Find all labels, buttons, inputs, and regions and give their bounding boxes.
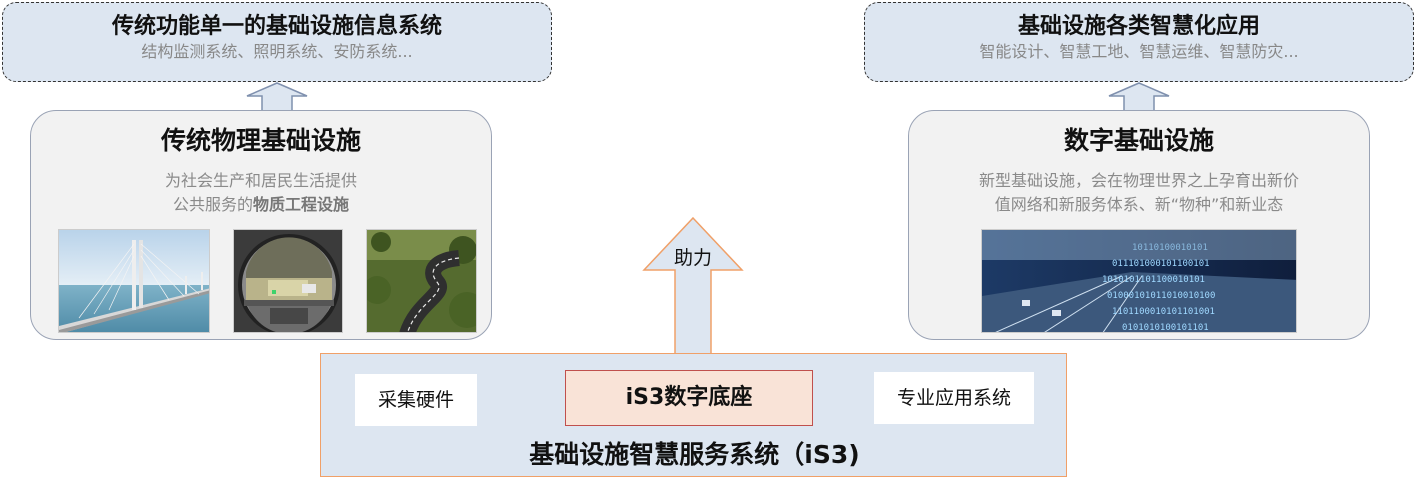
- top-left-title: 传统功能单一的基础设施信息系统: [111, 14, 442, 39]
- right-desc-line1: 新型基础设施，会在物理世界之上孕育出新价: [978, 171, 1299, 190]
- svg-text:0101010100101101: 0101010100101101: [1122, 323, 1209, 333]
- left-desc-line1: 为社会生产和居民生活提供: [164, 171, 357, 190]
- boost-arrow-icon: [642, 216, 744, 356]
- right-panel-description: 新型基础设施，会在物理世界之上孕育出新价 值网络和新服务体系、新“物种”和新业态: [909, 169, 1369, 217]
- boost-arrow-label: 助力: [673, 247, 712, 269]
- left-panel-title: 传统物理基础设施: [160, 126, 361, 155]
- left-desc-bold: 物质工程设施: [253, 195, 350, 214]
- tunnel-photo: [233, 229, 343, 333]
- professional-app-system-box: 专业应用系统: [874, 372, 1034, 424]
- svg-text:10110100010101: 10110100010101: [1132, 243, 1208, 253]
- left-desc-line2: 公共服务的物质工程设施: [31, 193, 491, 217]
- bridge-photo: [58, 229, 210, 333]
- svg-text:01000101011010010100: 01000101011010010100: [1107, 291, 1215, 301]
- left-up-arrow-icon: [246, 82, 308, 112]
- collection-hardware-box: 采集硬件: [355, 374, 477, 426]
- svg-text:1101100010101101001: 1101100010101101001: [1112, 307, 1215, 317]
- top-left-subtitle: 结构监测系统、照明系统、安防系统...: [141, 42, 413, 61]
- smart-service-system-box: 采集硬件 iS3数字底座 专业应用系统 基础设施智慧服务系统（iS3): [320, 353, 1067, 477]
- top-right-title: 基础设施各类智慧化应用: [1017, 14, 1260, 39]
- right-up-arrow-icon: [1108, 82, 1170, 112]
- right-panel-title: 数字基础设施: [1063, 126, 1214, 155]
- right-desc-line2: 值网络和新服务体系、新“物种”和新业态: [994, 195, 1284, 214]
- svg-text:1010101101100010101: 1010101101100010101: [1102, 275, 1205, 285]
- top-right-application-box: 基础设施各类智慧化应用 智能设计、智慧工地、智慧运维、智慧防灾...: [864, 2, 1414, 82]
- top-left-system-box: 传统功能单一的基础设施信息系统 结构监测系统、照明系统、安防系统...: [2, 2, 552, 82]
- svg-text:011101000101100101: 011101000101100101: [1112, 259, 1210, 269]
- left-panel-description: 为社会生产和居民生活提供 公共服务的物质工程设施: [31, 169, 491, 217]
- is3-digital-base-box: iS3数字底座: [565, 370, 813, 426]
- top-right-subtitle: 智能设计、智慧工地、智慧运维、智慧防灾...: [979, 42, 1299, 61]
- digital-highway-photo: 10110100010101 011101000101100101 101010…: [981, 229, 1297, 333]
- road-photo: [366, 229, 477, 333]
- system-title: 基础设施智慧服务系统（iS3): [529, 440, 860, 469]
- left-desc-plain: 公共服务的: [172, 195, 253, 214]
